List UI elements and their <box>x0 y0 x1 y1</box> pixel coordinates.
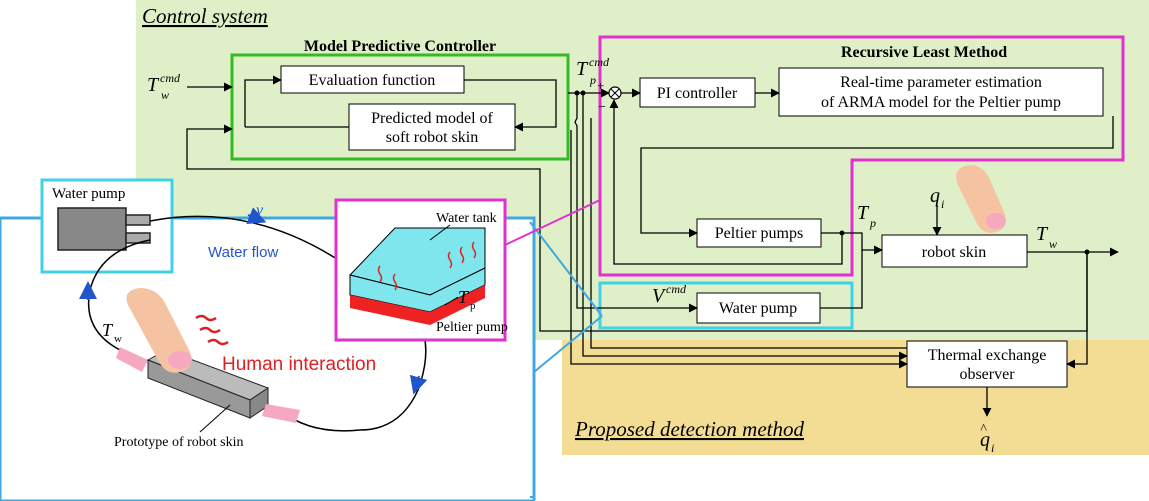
peltier-pumps-label: Peltier pumps <box>715 225 803 242</box>
v-label: v <box>256 202 264 219</box>
heat-wave-icons <box>377 241 477 291</box>
tank-callout <box>504 199 601 246</box>
flow-arrow-2 <box>409 374 428 395</box>
water-pump-label: Water pump <box>719 300 797 317</box>
water-pump-highlight <box>598 281 854 330</box>
tp-cmd-label: T cmd p <box>576 55 610 87</box>
heat-wave-hand-icon <box>195 314 229 346</box>
svg-text:cmd: cmd <box>666 282 687 296</box>
svg-text:T: T <box>147 74 160 96</box>
svg-text:w: w <box>1049 237 1057 251</box>
svg-text:q: q <box>980 429 990 451</box>
sum-minus-sign: − <box>598 100 606 115</box>
prototype-label: Prototype of robot skin <box>114 435 244 450</box>
parameter-estimation-label-2: of ARMA model for the Peltier pump <box>821 94 1061 111</box>
junction-dot-1 <box>574 90 580 96</box>
thermal-observer-label-2: observer <box>959 366 1015 383</box>
svg-text:T: T <box>576 58 589 80</box>
human-interaction-label: Human interaction <box>222 354 376 375</box>
svg-text:i: i <box>991 441 994 455</box>
flow-arrow-1 <box>246 207 267 225</box>
mpc-title: Model Predictive Controller <box>304 38 496 55</box>
mpc-group <box>230 53 570 161</box>
evaluation-function-block <box>280 65 465 94</box>
qi-label: q i <box>930 185 944 211</box>
svg-text:w: w <box>114 333 122 345</box>
tp-label: T p <box>857 202 876 230</box>
sum-plus-sign: + <box>597 78 604 93</box>
callout-line-1 <box>529 221 603 317</box>
junction-dot-4 <box>1084 249 1090 255</box>
predicted-model-label-2: soft robot skin <box>386 129 478 146</box>
tp-pointer <box>444 296 459 306</box>
svg-text:p: p <box>589 73 596 87</box>
pi-controller-label: PI controller <box>657 85 738 102</box>
svg-text:cmd: cmd <box>160 71 181 85</box>
svg-text:T: T <box>102 320 114 340</box>
qhat-label: ^ q i <box>980 422 994 455</box>
svg-text:cmd: cmd <box>589 55 610 69</box>
svg-text:p: p <box>470 300 476 312</box>
svg-text:T: T <box>458 287 470 307</box>
rls-title: Recursive Least Method <box>841 44 1007 61</box>
water-flow-label: Water flow <box>208 244 278 261</box>
svg-text:T: T <box>1036 223 1049 245</box>
summing-junction <box>608 86 622 100</box>
tw-output-label: T w <box>1036 223 1057 251</box>
svg-text:^: ^ <box>980 422 987 437</box>
finger-icon <box>956 165 1006 233</box>
parameter-estimation-block <box>778 67 1104 117</box>
svg-text:p: p <box>869 216 876 230</box>
junction-dot-3 <box>839 230 845 236</box>
tw-cmd-label: T cmd w <box>147 71 181 102</box>
parameter-estimation-label-1: Real-time parameter estimation <box>840 74 1042 91</box>
water-pump-icon <box>57 207 151 251</box>
evaluation-function-label: Evaluation function <box>309 72 436 89</box>
inset-water-pump-label: Water pump <box>52 186 125 202</box>
svg-text:w: w <box>161 88 169 102</box>
svg-text:T: T <box>857 202 870 224</box>
control-system-title: Control system <box>142 4 268 28</box>
prototype-pointer <box>199 404 231 433</box>
svg-text:i: i <box>941 197 944 211</box>
rls-group <box>598 35 1125 277</box>
callout-line-3 <box>533 315 603 373</box>
robot-skin-label: robot skin <box>922 244 986 261</box>
thermal-observer-block <box>906 340 1068 388</box>
water-tank-pointer <box>429 224 451 241</box>
predicted-model-label-1: Predicted model of <box>371 110 493 127</box>
svg-text:q: q <box>930 185 940 207</box>
water-tank-label: Water tank <box>436 211 497 226</box>
human-finger-icon <box>126 288 192 373</box>
junction-dot-2 <box>580 90 586 96</box>
detection-title: Proposed detection method <box>574 417 805 441</box>
thermal-observer-label-1: Thermal exchange <box>928 347 1047 364</box>
illustration-tp-label: T p <box>458 287 476 312</box>
svg-text:V: V <box>652 285 667 307</box>
illustration-tw-label: T w <box>102 320 122 345</box>
robot-skin-block <box>881 234 1028 268</box>
v-cmd-label: V cmd <box>652 282 687 307</box>
signal-wires <box>186 75 1119 417</box>
peltier-pump-label: Peltier pump <box>436 320 508 335</box>
